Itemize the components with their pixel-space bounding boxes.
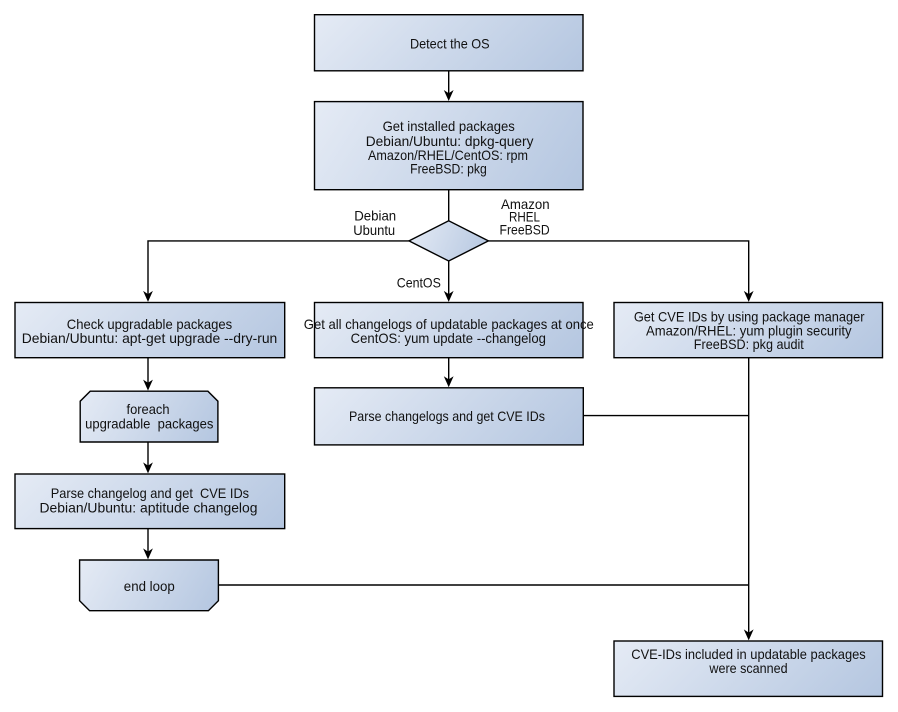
svg-text:end loop: end loop <box>124 578 175 594</box>
svg-text:CentOS: yum update --changelog: CentOS: yum update --changelog <box>351 330 546 346</box>
svg-text:Debian/Ubuntu: apt-get upgrade: Debian/Ubuntu: apt-get upgrade --dry-run <box>22 330 278 346</box>
svg-text:FreeBSD: pkg audit: FreeBSD: pkg audit <box>694 336 804 352</box>
svg-text:Parse changelogs and get CVE I: Parse changelogs and get CVE IDs <box>349 408 545 424</box>
svg-text:Parse changelog and get CVE I: Parse changelog and get CVE IDs <box>51 485 249 501</box>
svg-text:Check upgradable packages: Check upgradable packages <box>67 316 232 332</box>
svg-text:were scanned: were scanned <box>709 660 788 676</box>
svg-text:Ubuntu: Ubuntu <box>353 222 395 238</box>
svg-text:CentOS: CentOS <box>397 275 441 291</box>
svg-text:Amazon: Amazon <box>501 196 550 212</box>
svg-text:Get CVE IDs by using package m: Get CVE IDs by using package manager <box>634 308 865 324</box>
svg-text:Detect the OS: Detect the OS <box>410 35 490 51</box>
svg-text:CVE-IDs included in updatable: CVE-IDs included in updatable packages <box>631 646 866 662</box>
svg-text:FreeBSD: pkg: FreeBSD: pkg <box>410 161 487 177</box>
svg-text:Debian/Ubuntu: dpkg-query: Debian/Ubuntu: dpkg-query <box>366 133 534 149</box>
svg-text:foreach: foreach <box>127 401 170 417</box>
svg-text:Amazon/RHEL/CentOS: rpm: Amazon/RHEL/CentOS: rpm <box>368 147 528 163</box>
svg-text:RHEL: RHEL <box>509 208 540 224</box>
svg-text:Debian: Debian <box>354 208 396 224</box>
svg-text:Get installed packages: Get installed packages <box>383 118 515 134</box>
svg-text:Amazon/RHEL: yum plugin securi: Amazon/RHEL: yum plugin security <box>646 322 852 338</box>
svg-text:Debian/Ubuntu: aptitude change: Debian/Ubuntu: aptitude changelog <box>40 499 258 515</box>
svg-text:FreeBSD: FreeBSD <box>500 222 550 238</box>
svg-text:Get all changelogs of updatabl: Get all changelogs of updatable packages… <box>304 316 594 332</box>
svg-text:upgradable packages: upgradable packages <box>85 416 213 432</box>
